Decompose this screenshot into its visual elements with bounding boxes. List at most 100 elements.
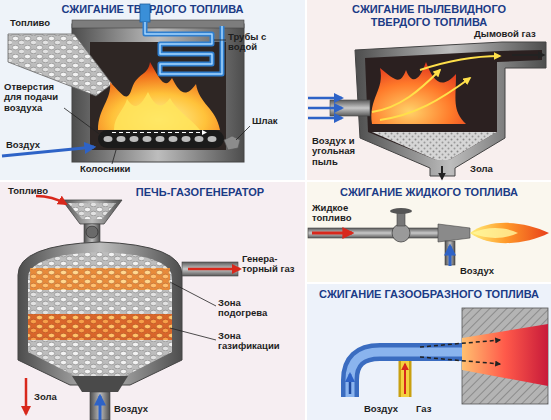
grate-bar bbox=[195, 136, 204, 142]
panel-heading: ПЕЧЬ-ГАЗОГЕНЕРАТОР bbox=[100, 186, 300, 199]
air-pipe bbox=[445, 241, 455, 265]
leader-line bbox=[170, 282, 216, 306]
air-arrow bbox=[99, 396, 102, 420]
part-label: Воздух bbox=[6, 140, 56, 150]
flame-core bbox=[472, 228, 518, 238]
panel: СЖИГАНИЕ ТВЕРДОГО ТОПЛИВА bbox=[0, 0, 305, 180]
part-label: Топливо bbox=[8, 186, 68, 196]
part-label: Зона газификации bbox=[218, 331, 294, 352]
part-label: Колосники bbox=[80, 164, 150, 174]
grate-motion-arrow bbox=[112, 132, 206, 133]
part-label: Генера- торный газ bbox=[242, 254, 304, 275]
panel-heading: СЖИГАНИЕ ГАЗООБРАЗНОГО ТОПЛИВА bbox=[309, 288, 549, 301]
air-inlet-pipe bbox=[90, 392, 110, 420]
fuel-hopper bbox=[62, 200, 122, 224]
grate-bar bbox=[104, 136, 113, 142]
part-label: Зола bbox=[34, 392, 74, 402]
part-label: Трубы с водой bbox=[228, 32, 276, 53]
air-pipe-highlight bbox=[350, 352, 462, 397]
furnace-wall bbox=[355, 42, 546, 176]
liquid-fuel-burner bbox=[308, 208, 549, 266]
flow-arrow bbox=[372, 70, 440, 112]
grate-bar bbox=[117, 136, 126, 142]
combustion-chamber bbox=[365, 50, 542, 160]
feed-valve bbox=[86, 226, 98, 238]
panel-heading: СЖИГАНИЕ ТВЕРДОГО ТОПЛИВА bbox=[10, 3, 295, 16]
gas-generator bbox=[18, 196, 240, 420]
flue-gas-arrow bbox=[512, 54, 544, 56]
panel-heading: СЖИГАНИЕ ЖИДКОГО ТОПЛИВА bbox=[311, 186, 547, 199]
grate-bar bbox=[130, 136, 139, 142]
fuel-bed bbox=[28, 252, 172, 376]
part-label: Топливо bbox=[10, 18, 70, 28]
valve-stem bbox=[397, 212, 405, 226]
ash-grate bbox=[72, 376, 128, 392]
gas-pipe bbox=[399, 354, 412, 397]
air-pipe bbox=[350, 352, 462, 397]
flow-arrow bbox=[420, 56, 500, 70]
air-arrow bbox=[2, 147, 94, 156]
part-label: Воздух bbox=[364, 404, 414, 414]
leader-line bbox=[112, 150, 116, 164]
water-pipe-outlet bbox=[140, 4, 150, 22]
grate-bar bbox=[208, 136, 217, 142]
gas-arrow bbox=[188, 268, 240, 271]
leader-line bbox=[64, 108, 102, 136]
part-label: Отверстия для подачи воздуха bbox=[4, 82, 64, 113]
part-label: Шлак bbox=[252, 116, 292, 126]
generator-shell bbox=[18, 242, 182, 385]
grate-bar bbox=[156, 136, 165, 142]
flow-arrow bbox=[420, 357, 500, 364]
flame bbox=[371, 62, 466, 124]
fuel-in-hopper bbox=[68, 203, 116, 219]
leader-line bbox=[214, 40, 226, 41]
gas-outlet-pipe bbox=[182, 262, 238, 276]
fuel-pipe bbox=[308, 228, 440, 238]
part-label: Зола bbox=[470, 164, 510, 174]
part-label: Жидкое топливо bbox=[312, 203, 362, 224]
furnace-wall bbox=[72, 24, 244, 162]
part-label: Газ bbox=[416, 404, 446, 414]
feed-neck bbox=[84, 224, 100, 246]
panel: СЖИГАНИЕ ПЫЛЕВИДНОГО ТВЕРДОГО ТОПЛИВА bbox=[307, 0, 551, 180]
nozzle bbox=[438, 224, 470, 242]
gas-pipe-highlight bbox=[401, 354, 409, 397]
flame bbox=[462, 324, 548, 386]
panel-heading: СЖИГАНИЕ ПЫЛЕВИДНОГО ТВЕРДОГО ТОПЛИВА bbox=[341, 3, 517, 28]
grate-bar bbox=[143, 136, 152, 142]
fuel-pile bbox=[8, 34, 112, 96]
solid-fuel-furnace bbox=[2, 4, 250, 164]
grate-belt bbox=[98, 130, 224, 148]
air-arrow bbox=[308, 117, 342, 120]
part-label: Воздух и угольная пыль bbox=[312, 136, 370, 167]
air-arrow bbox=[308, 107, 342, 110]
grate-bar bbox=[182, 136, 191, 142]
gasification-zone bbox=[28, 314, 172, 340]
panel: ПЕЧЬ-ГАЗОГЕНЕРАТОР bbox=[0, 182, 305, 420]
furnace-roof bbox=[72, 20, 244, 28]
gas-arrow bbox=[404, 364, 406, 394]
furnace-wall bbox=[462, 308, 548, 404]
air-arrow bbox=[349, 374, 352, 394]
ash-arrow bbox=[25, 378, 28, 414]
panel: СЖИГАНИЕ ЖИДКОГО ТОПЛИВА bbox=[307, 182, 551, 282]
flow-arrow bbox=[420, 340, 500, 347]
part-label: Воздух bbox=[460, 266, 510, 276]
valve-handwheel bbox=[390, 208, 412, 214]
flame bbox=[470, 223, 549, 243]
part-label: Зона подогрева bbox=[218, 298, 278, 319]
grate-bar bbox=[169, 136, 178, 142]
flame bbox=[98, 62, 220, 130]
slag bbox=[224, 136, 240, 150]
water-pipe-highlight bbox=[145, 22, 222, 74]
part-label: Воздух bbox=[114, 404, 164, 414]
flame-core bbox=[114, 92, 200, 130]
pulverized-fuel-furnace bbox=[308, 42, 546, 179]
heating-zone bbox=[30, 268, 170, 290]
flow-arrow bbox=[380, 78, 470, 120]
panel: СЖИГАНИЕ ГАЗООБРАЗНОГО ТОПЛИВА bbox=[307, 284, 551, 420]
